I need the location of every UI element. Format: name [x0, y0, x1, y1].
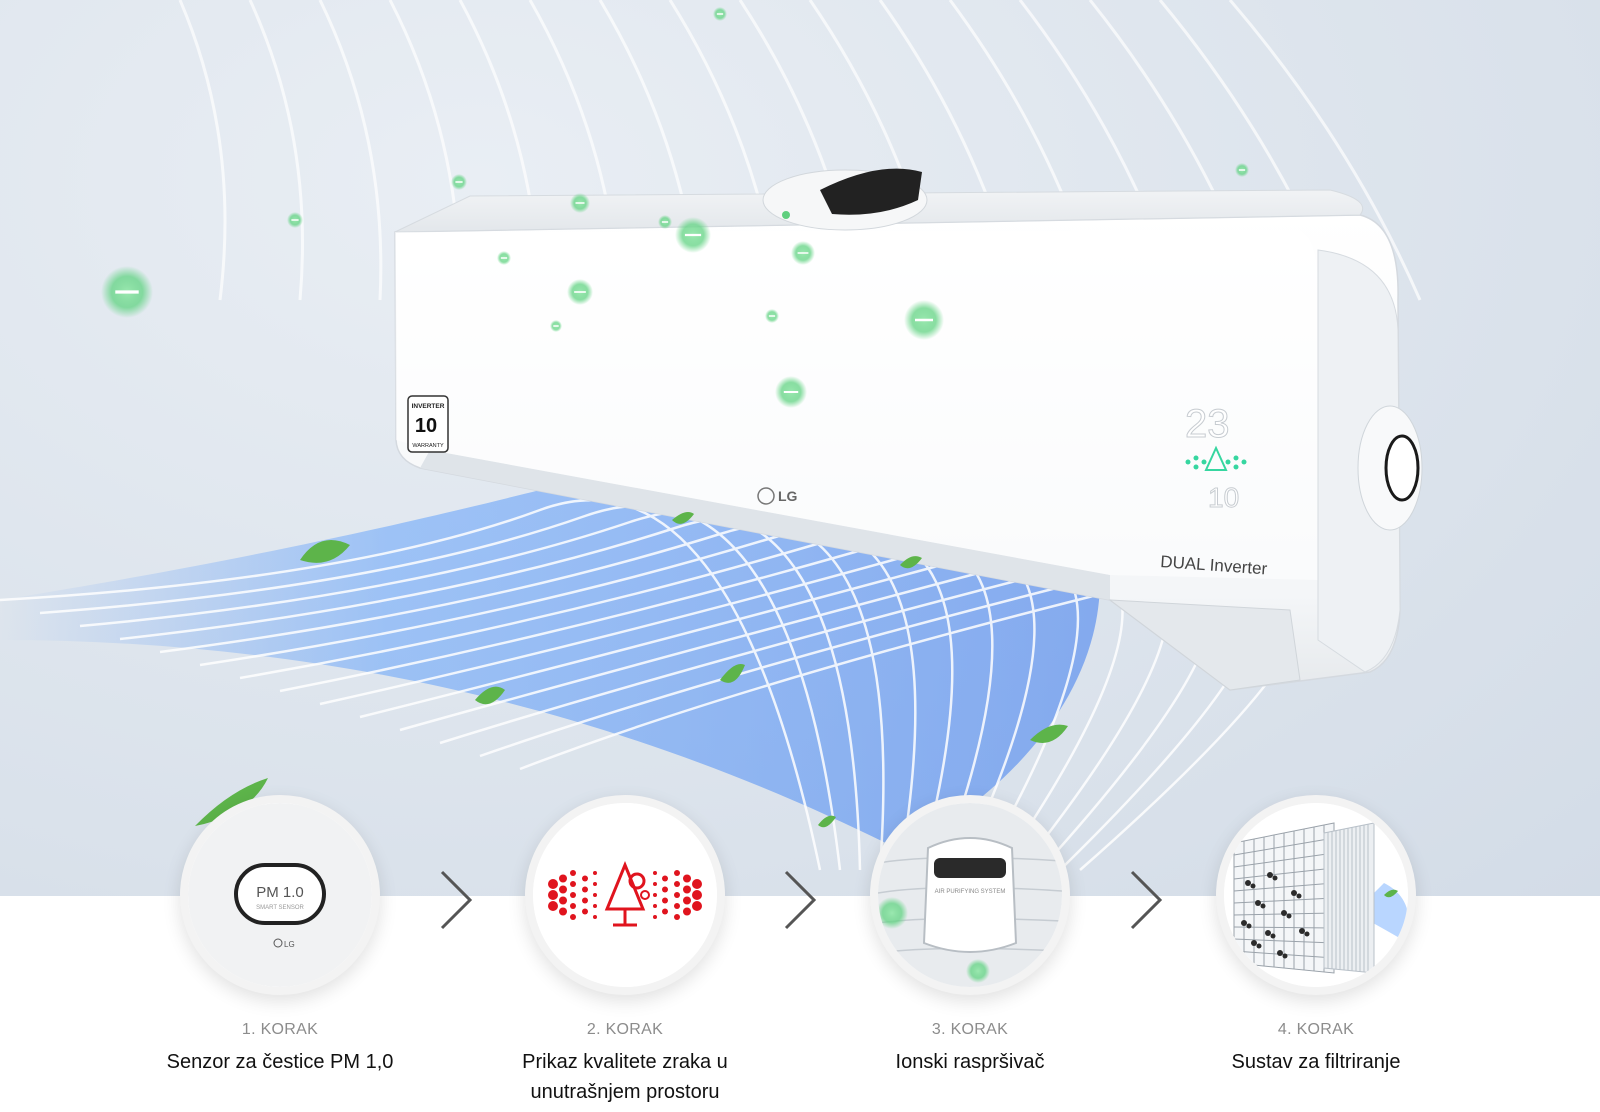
warranty-year-text: 10 — [415, 415, 437, 437]
chevron-right-icon — [1130, 870, 1163, 930]
airflow-stream — [0, 490, 1100, 850]
step-4-number: 4. KORAK — [1277, 1021, 1355, 1038]
step-1: PM 1.0 SMART SENSOR LG 1. KORAK Senzor z… — [130, 795, 430, 1105]
purifier-label: AIR PURIFYING SYSTEM — [935, 889, 1006, 895]
pm-readout: 10 — [1208, 482, 1239, 513]
step-1-image: PM 1.0 SMART SENSOR LG — [180, 795, 380, 995]
unit-display: 23 10 — [1185, 402, 1247, 514]
step-4: 4. KORAK Sustav za filtriranje — [1166, 795, 1466, 1105]
temperature-readout: 23 — [1185, 402, 1230, 446]
sensor-label: PM 1.0 — [256, 884, 304, 901]
step-4-image — [1216, 795, 1416, 995]
lg-brand-text: LG — [778, 488, 798, 504]
step-4-title: Sustav za filtriranje — [1231, 1051, 1401, 1073]
pm-sensor-icon: PM 1.0 SMART SENSOR LG — [188, 803, 372, 987]
step-3-title: Ionski raspršivač — [895, 1051, 1045, 1073]
step-1-title: Senzor za čestice PM 1,0 — [166, 1051, 394, 1073]
step-3: AIR PURIFYING SYSTEM 3. KORAK Ionski ras… — [820, 795, 1120, 1105]
chevron-right-icon — [440, 870, 473, 930]
leaves — [195, 512, 1068, 828]
chevron-right-icon — [784, 870, 817, 930]
step-3-image: AIR PURIFYING SYSTEM — [870, 795, 1070, 995]
sensor-lg-text: LG — [284, 940, 295, 949]
ion-particles — [101, 7, 1249, 408]
sensor-sub-label: SMART SENSOR — [256, 905, 304, 911]
hero-image: INVERTER 10 WARRANTY LG 23 10 — [0, 0, 1600, 896]
warranty-top-text: INVERTER — [412, 403, 445, 410]
step-2-image — [525, 795, 725, 995]
ionizer-icon: AIR PURIFYING SYSTEM — [878, 803, 1062, 987]
warranty-badge: INVERTER 10 WARRANTY — [407, 395, 449, 453]
air-conditioner-unit: INVERTER 10 WARRANTY LG 23 10 — [394, 168, 1423, 691]
step-2: 2. KORAK Prikaz kvalitete zraka u unutra… — [475, 795, 775, 1105]
warranty-bottom-text: WARRANTY — [412, 443, 444, 449]
air-quality-display-icon — [533, 803, 717, 987]
step-2-number: 2. KORAK — [586, 1021, 664, 1038]
lg-logo: LG — [757, 487, 798, 505]
filter-system-icon — [1224, 803, 1408, 987]
hero-scene: INVERTER 10 WARRANTY LG 23 10 — [0, 7, 1423, 850]
step-2-title: Prikaz kvalitete zraka u unutrašnjem pro… — [522, 1051, 728, 1103]
step-1-number: 1. KORAK — [241, 1021, 319, 1038]
step-3-number: 3. KORAK — [931, 1021, 1009, 1038]
